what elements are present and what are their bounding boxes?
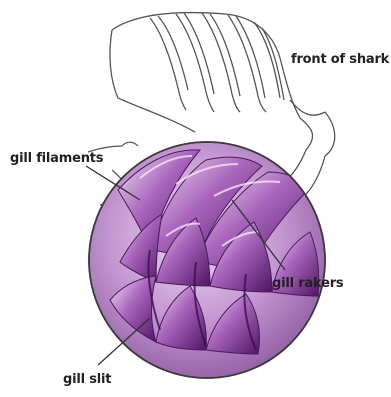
label-gill-filaments: gill filaments (10, 151, 103, 166)
label-gill-rakers: gill rakers (272, 276, 343, 291)
label-gill-slit: gill slit (63, 372, 111, 387)
label-front-of-shark: front of shark (291, 52, 389, 67)
gill-arches-outline (110, 13, 300, 132)
magnified-lens (89, 142, 325, 378)
